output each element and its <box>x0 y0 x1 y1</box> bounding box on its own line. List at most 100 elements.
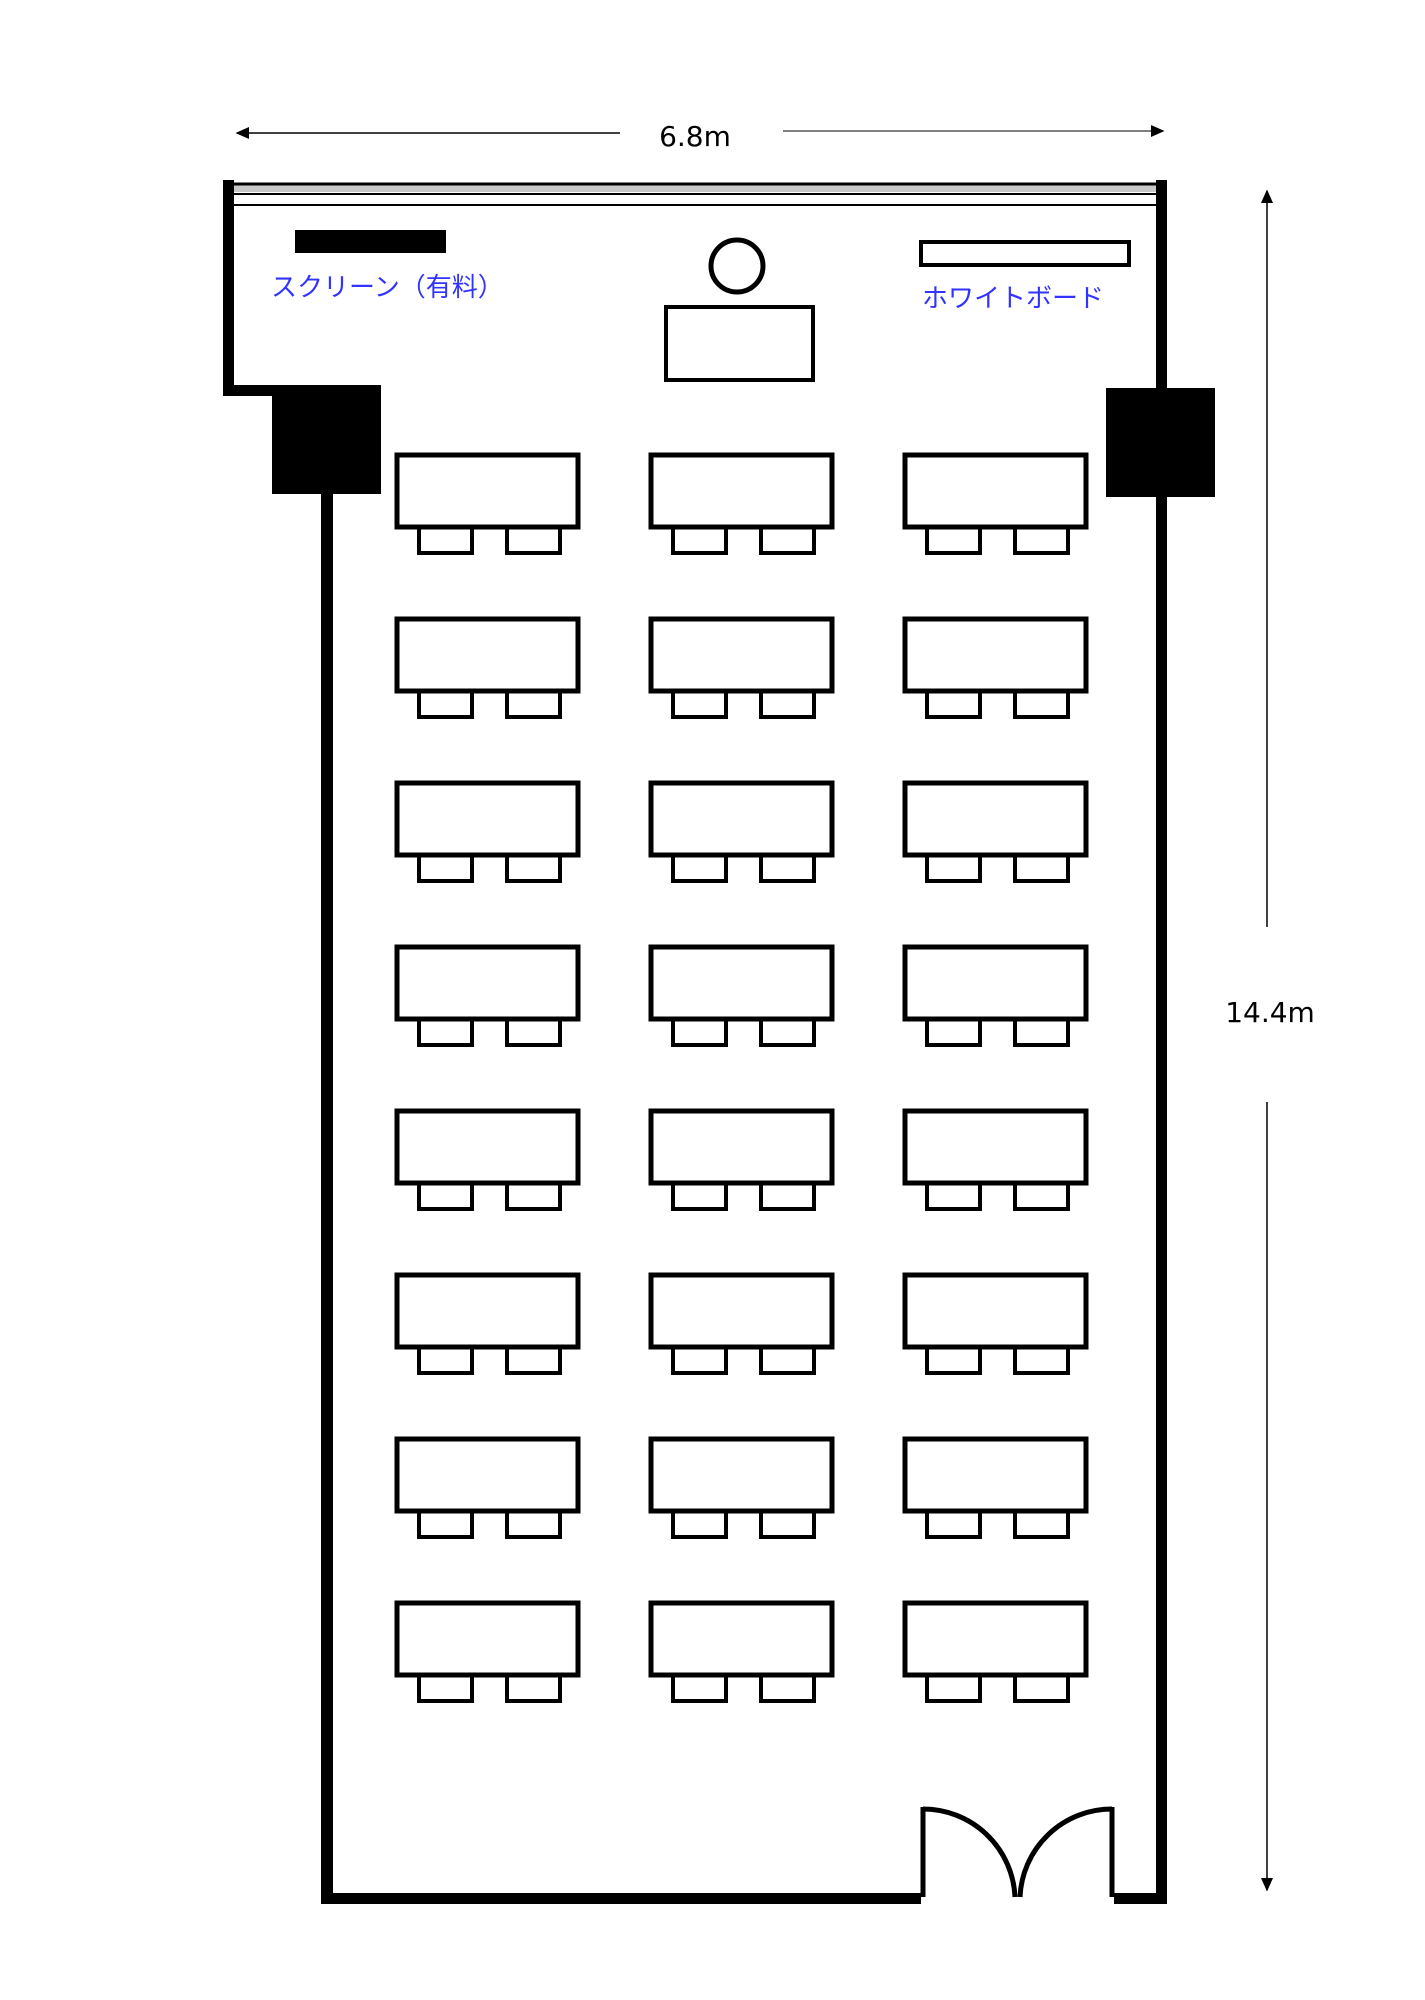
table <box>394 1272 581 1350</box>
table <box>902 780 1089 858</box>
chair <box>1013 1181 1070 1211</box>
chair <box>1013 1509 1070 1539</box>
screen <box>295 230 446 253</box>
podium <box>664 305 815 382</box>
table-set <box>902 1600 1089 1703</box>
window <box>229 182 1162 206</box>
chair <box>505 689 562 719</box>
chair <box>417 1673 474 1703</box>
chair <box>925 1345 982 1375</box>
seating <box>394 452 1089 1703</box>
chair <box>759 1673 816 1703</box>
width-dimension: 6.8m <box>235 120 1165 153</box>
table <box>648 452 835 530</box>
table-set <box>648 944 835 1047</box>
pillar-left <box>272 385 381 494</box>
table <box>648 616 835 694</box>
table-set <box>902 944 1089 1047</box>
table-set <box>394 780 581 883</box>
table-set <box>648 1108 835 1211</box>
table-set <box>648 616 835 719</box>
chair <box>505 1017 562 1047</box>
chair <box>671 1345 728 1375</box>
table-set <box>902 1272 1089 1375</box>
whiteboard <box>919 240 1131 267</box>
chair <box>505 1345 562 1375</box>
chair <box>671 1017 728 1047</box>
table-set <box>394 1108 581 1211</box>
table <box>648 1600 835 1678</box>
table <box>902 1108 1089 1186</box>
table <box>648 1108 835 1186</box>
table <box>902 1272 1089 1350</box>
chair <box>759 525 816 555</box>
chair <box>417 1181 474 1211</box>
chair <box>759 1345 816 1375</box>
chair <box>417 525 474 555</box>
table-set <box>902 1436 1089 1539</box>
table <box>902 1600 1089 1678</box>
table-set <box>648 780 835 883</box>
chair <box>671 1509 728 1539</box>
table <box>648 780 835 858</box>
walls <box>223 180 1167 1904</box>
table-set <box>394 1436 581 1539</box>
table-set <box>394 1600 581 1703</box>
table <box>902 616 1089 694</box>
chair <box>759 853 816 883</box>
chair <box>505 853 562 883</box>
table <box>902 1436 1089 1514</box>
chair <box>925 525 982 555</box>
table <box>394 1108 581 1186</box>
chair <box>925 1181 982 1211</box>
double-door[interactable] <box>920 1806 1115 1898</box>
chair <box>671 1181 728 1211</box>
chair <box>671 525 728 555</box>
chair <box>417 1017 474 1047</box>
height-label: 14.4m <box>1225 996 1315 1029</box>
chair <box>417 1345 474 1375</box>
table-set <box>648 1272 835 1375</box>
chair <box>417 689 474 719</box>
height-dimension: 14.4m <box>1225 189 1315 1892</box>
width-label: 6.8m <box>659 120 731 153</box>
chair <box>671 689 728 719</box>
table <box>902 944 1089 1022</box>
table-set <box>394 944 581 1047</box>
table-set <box>394 1272 581 1375</box>
table <box>394 452 581 530</box>
chair <box>759 1509 816 1539</box>
chair <box>759 1017 816 1047</box>
chair <box>671 1673 728 1703</box>
table-set <box>648 452 835 555</box>
chair <box>925 853 982 883</box>
chair <box>925 1509 982 1539</box>
table <box>394 780 581 858</box>
table-set <box>902 616 1089 719</box>
speaker-seat <box>708 237 766 295</box>
chair <box>417 853 474 883</box>
chair <box>1013 689 1070 719</box>
table <box>902 452 1089 530</box>
table <box>648 944 835 1022</box>
table <box>394 944 581 1022</box>
chair <box>1013 1673 1070 1703</box>
chair <box>925 689 982 719</box>
chair <box>925 1673 982 1703</box>
chair <box>1013 1345 1070 1375</box>
table <box>394 1600 581 1678</box>
chair <box>925 1017 982 1047</box>
table <box>648 1436 835 1514</box>
chair <box>505 1509 562 1539</box>
table <box>648 1272 835 1350</box>
table <box>394 1436 581 1514</box>
chair <box>505 525 562 555</box>
table-set <box>648 1600 835 1703</box>
chair <box>1013 1017 1070 1047</box>
chair <box>1013 853 1070 883</box>
chair <box>505 1673 562 1703</box>
chair <box>759 1181 816 1211</box>
pillar-right <box>1106 388 1215 497</box>
chair <box>1013 525 1070 555</box>
